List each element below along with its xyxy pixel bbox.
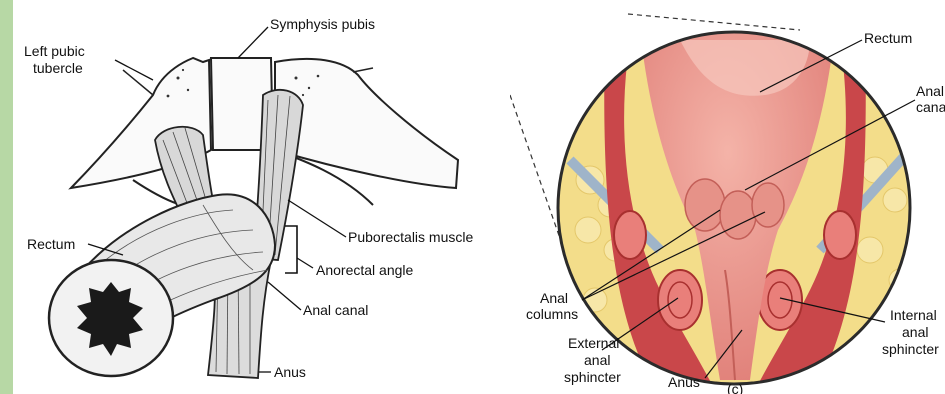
line-drawing-panel: Left pubic tubercle Symphysis pubis Rect… [13,0,510,394]
pelvic-line-drawing: Left pubic tubercle Symphysis pubis Rect… [13,0,510,394]
label-anus-left: Anus [274,364,306,380]
label-anal-canal-right-line1: Anal [916,83,944,99]
label-external-anal-sphincter-line3: sphincter [564,369,621,385]
label-rectum-left: Rectum [27,236,75,252]
label-anal-canal-right-line2: canal [916,99,945,115]
side-accent-bar [0,0,13,394]
color-illustration-panel: Rectum Anal canal Anal columns External … [510,0,945,394]
label-left-pubic-tubercle-line1: Left pubic [24,43,85,59]
label-internal-anal-sphincter-line1: Internal [890,307,937,323]
label-symphysis-pubis: Symphysis pubis [270,16,375,32]
label-puborectalis-muscle: Puborectalis muscle [348,229,473,245]
anal-canal-illustration: Rectum Anal canal Anal columns External … [510,0,945,394]
label-internal-anal-sphincter-line2: anal [902,324,928,340]
label-anal-columns-line2: columns [526,306,578,322]
label-internal-anal-sphincter-line3: sphincter [882,341,939,357]
label-rectum-right: Rectum [864,30,912,46]
label-anal-canal-left: Anal canal [303,302,368,318]
label-external-anal-sphincter-line2: anal [584,352,610,368]
label-external-anal-sphincter-line1: External [568,335,619,351]
label-anus-right: Anus [668,374,700,390]
panel-letter: (c) [727,381,743,394]
label-anal-columns-line1: Anal [540,290,568,306]
label-anorectal-angle: Anorectal angle [316,262,414,278]
label-left-pubic-tubercle-line2: tubercle [33,60,83,76]
anorectal-angle-bracket [285,226,297,273]
